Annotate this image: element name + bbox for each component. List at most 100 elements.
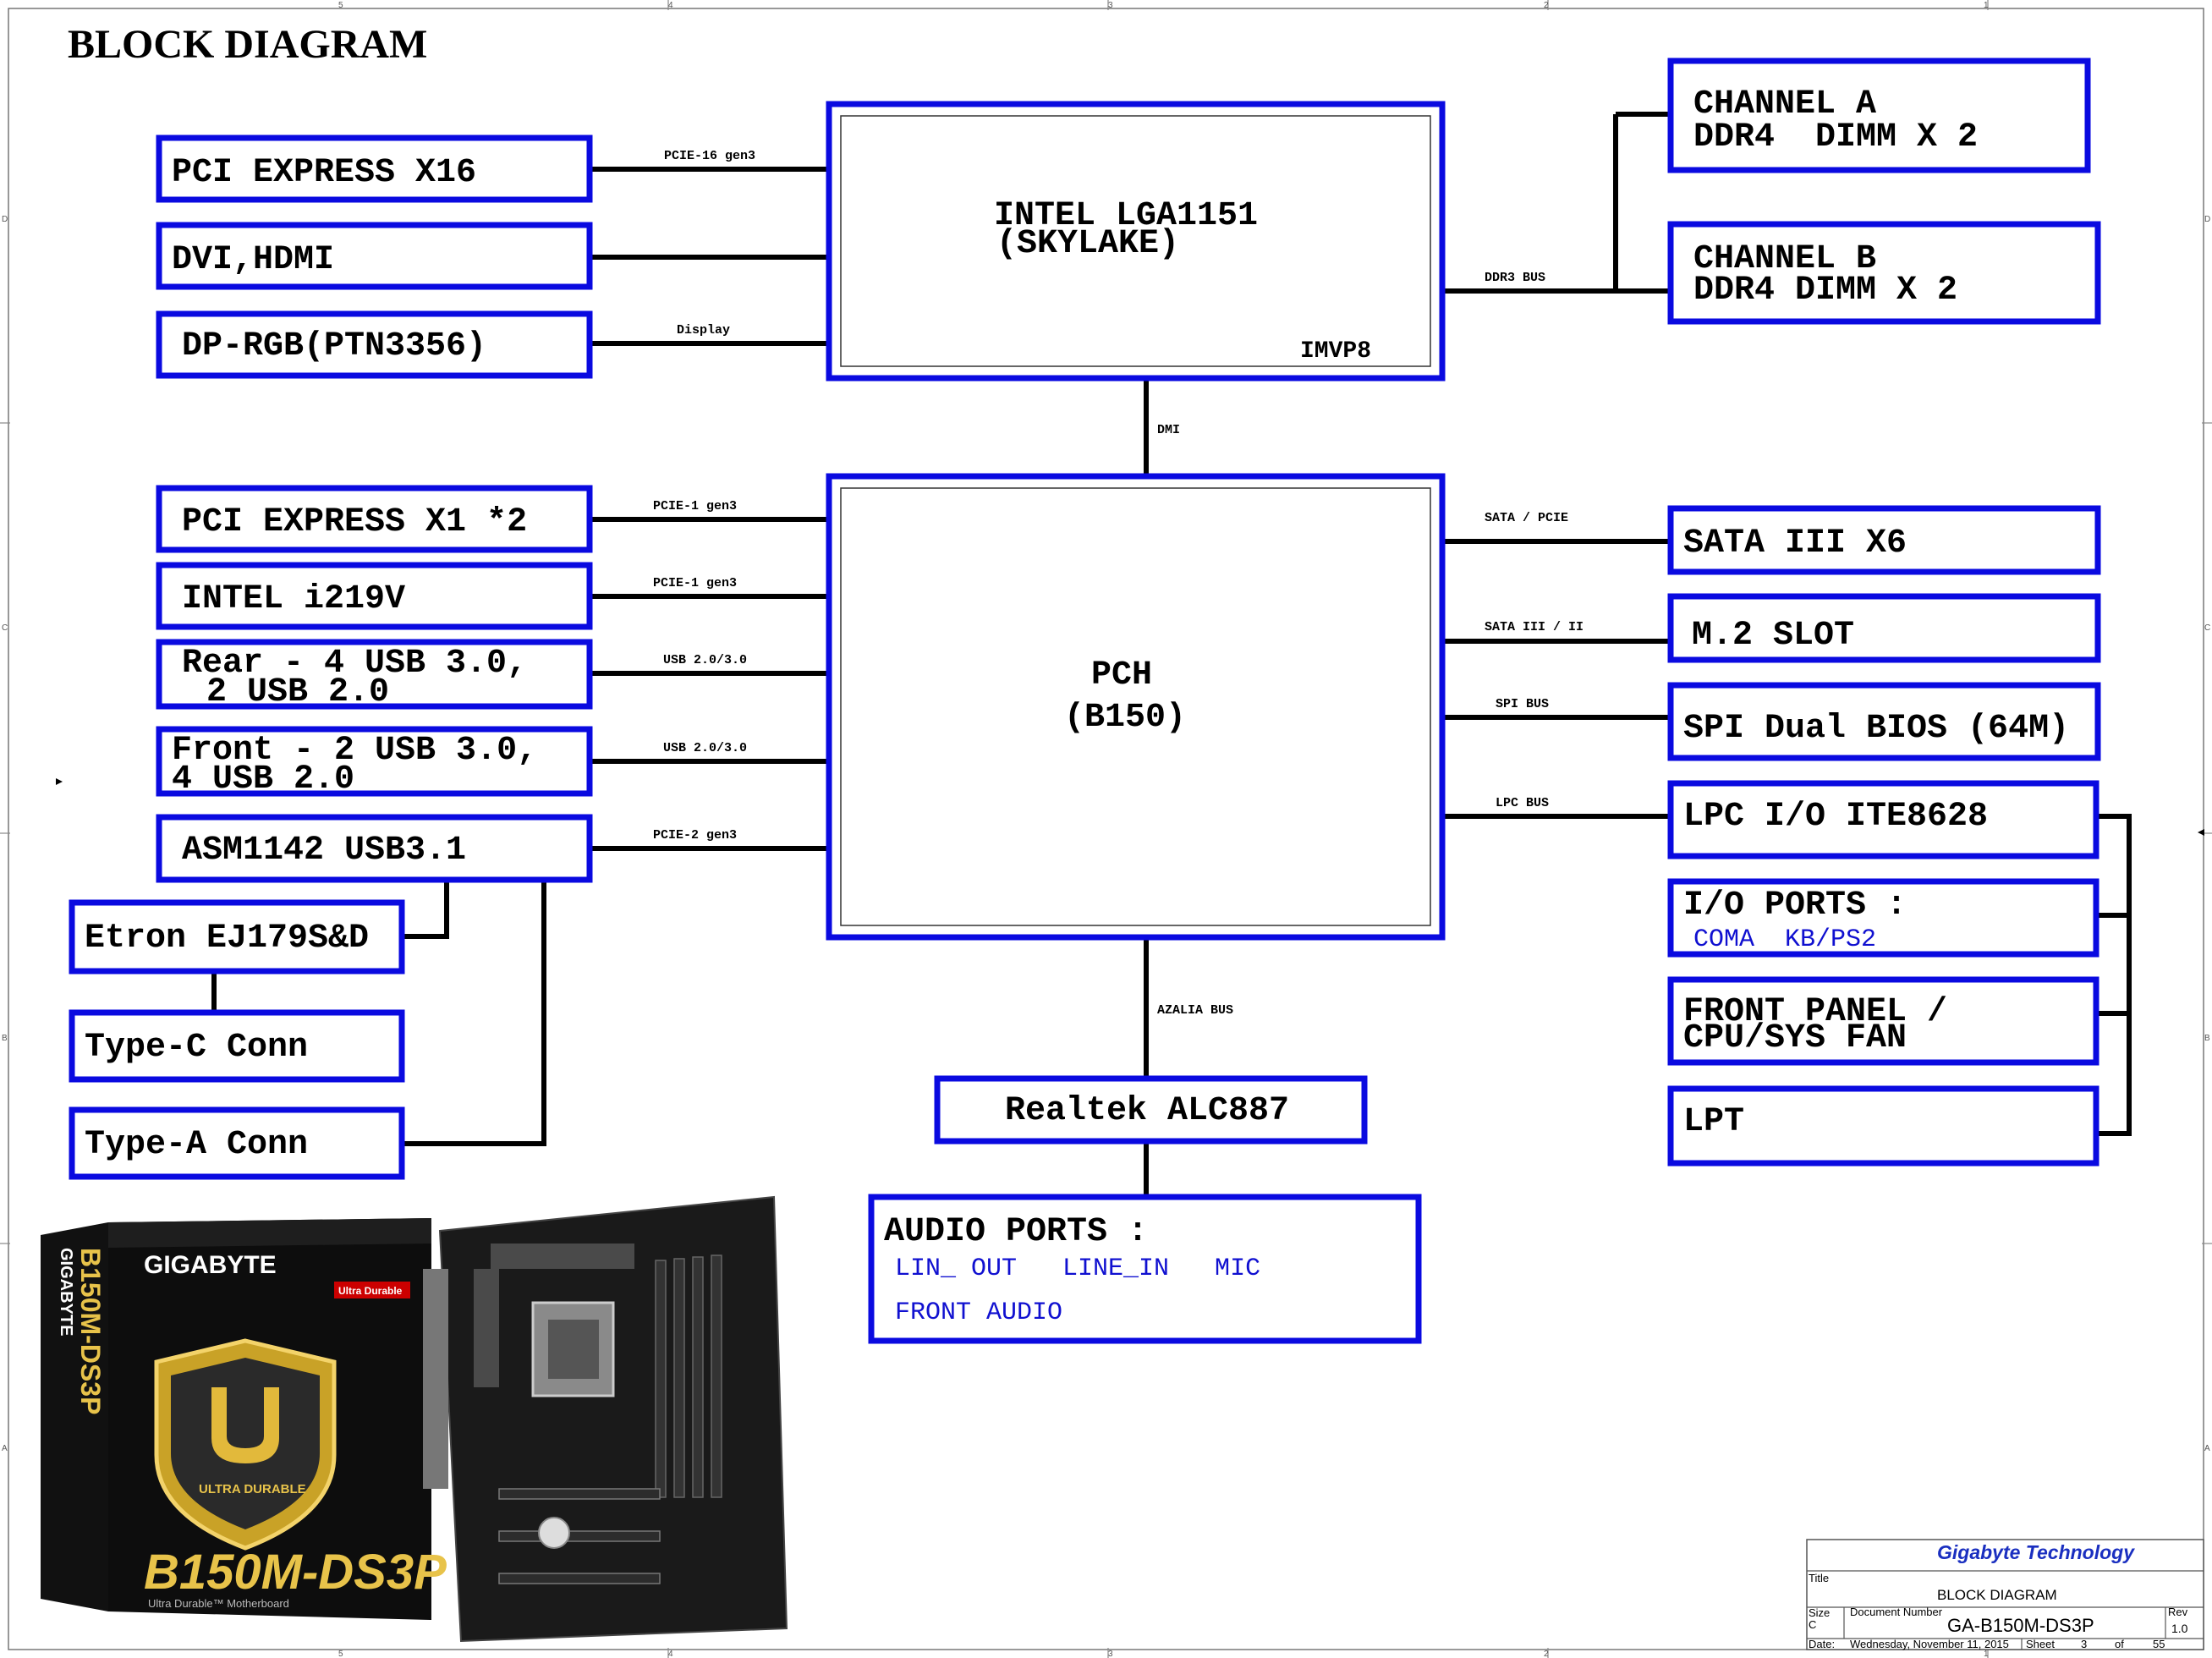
product-illustration: GIGABYTE Ultra Durable ULTRA DURABLE B15… [41, 1195, 788, 1643]
lpt-label: LPT [1683, 1103, 1744, 1141]
front-usb-line1: Front - 2 USB 3.0, [172, 732, 537, 770]
lpc-io-label: LPC I/O ITE8628 [1683, 798, 1988, 836]
channel-b-line2: DDR4 DIMM X 2 [1693, 272, 1957, 310]
ultra-durable-tag-text: Ultra Durable [338, 1285, 403, 1297]
bus-label-azalia: AZALIA BUS [1157, 1003, 1233, 1018]
row-mark: D [2204, 215, 2210, 224]
col-mark: 3 [1108, 1, 1113, 10]
io-ports-title: I/O PORTS : [1683, 887, 1907, 925]
front-usb-block: Front - 2 USB 3.0, 4 USB 2.0 [156, 726, 593, 799]
m2-block: M.2 SLOT [1667, 593, 2101, 663]
bus-label-usb-b: USB 2.0/3.0 [663, 741, 747, 755]
bus-labels: PCIE-16 gen3 Display DDR3 BUS DMI PCIE-1… [653, 149, 1584, 1018]
etron-block: Etron EJ179S&D [69, 899, 405, 974]
spi-bios-block: SPI Dual BIOS (64M) [1667, 682, 2101, 761]
dp-rgb-block: DP-RGB(PTN3356) [156, 310, 593, 379]
row-mark: D [2, 215, 8, 224]
lan-block: INTEL i219V [156, 562, 593, 630]
lan-label: INTEL i219V [182, 580, 405, 618]
bus-label-dmi: DMI [1157, 423, 1180, 437]
ultra-durable-shield-icon: ULTRA DURABLE [154, 1338, 337, 1551]
col-mark: 5 [338, 1650, 343, 1658]
doc-number-label: Document Number [1850, 1606, 1943, 1618]
spi-bios-label: SPI Dual BIOS (64M) [1683, 710, 2069, 748]
date-field-value: Wednesday, November 11, 2015 [1850, 1638, 2009, 1650]
type-a-block: Type-A Conn [69, 1106, 405, 1180]
bus-label-pcie1-b: PCIE-1 gen3 [653, 576, 737, 590]
col-mark: 1 [1984, 1650, 1989, 1658]
bus-label-usb-a: USB 2.0/3.0 [663, 653, 747, 667]
marker-arrow-icon [2198, 829, 2204, 836]
audio-ports-line1: LIN_ OUT LINE_IN MIC [895, 1254, 1260, 1283]
pch-block: PCH (B150) [826, 473, 1446, 941]
product-side-brand: GIGABYTE [57, 1248, 75, 1336]
pcie-x16-block: PCI EXPRESS X16 [156, 135, 593, 203]
row-mark: C [2204, 623, 2210, 633]
pcie-x16-label: PCI EXPRESS X16 [172, 154, 476, 192]
front-panel-line1: FRONT PANEL / [1683, 993, 1947, 1031]
page-frame [8, 8, 2204, 1650]
channel-a-line2: DDR4 DIMM X 2 [1693, 118, 1978, 156]
wire-lpc-bracket [2096, 814, 2132, 1136]
sheet-of-label: of [2115, 1638, 2124, 1650]
lpc-io-block: LPC I/O ITE8628 [1667, 780, 2099, 859]
lpt-block: LPT [1667, 1085, 2099, 1167]
col-mark: 2 [1544, 1, 1549, 10]
dimm-slots-icon [655, 1254, 722, 1498]
dvi-hdmi-block: DVI,HDMI [156, 222, 593, 290]
bus-label-sata-iii-ii: SATA III / II [1485, 620, 1584, 634]
shield-badge-text: ULTRA DURABLE [199, 1482, 306, 1496]
pch-label: PCH [1091, 656, 1152, 694]
ultra-durable-tag [334, 1282, 410, 1298]
row-mark: B [2, 1034, 8, 1043]
row-mark: C [2, 623, 8, 633]
audio-ports-line2: FRONT AUDIO [895, 1298, 1062, 1327]
row-mark: A [2, 1444, 8, 1453]
doc-number-value: GA-B150M-DS3P [1947, 1615, 2094, 1636]
type-c-label: Type-C Conn [85, 1029, 308, 1067]
io-ports-items: COMA KB/PS2 [1693, 925, 1876, 954]
etron-label: Etron EJ179S&D [85, 920, 369, 958]
title-field-label: Title [1809, 1572, 1829, 1584]
codec-label: Realtek ALC887 [1005, 1092, 1289, 1130]
sata-block: SATA III X6 [1667, 505, 2101, 575]
product-box-brand: GIGABYTE [144, 1251, 277, 1279]
bus-label-spi: SPI BUS [1496, 697, 1549, 711]
channel-a-line1: CHANNEL A [1693, 85, 1876, 124]
bus-label-display: Display [677, 323, 730, 338]
bus-label-ddr: DDR3 BUS [1485, 271, 1545, 285]
col-mark: 2 [1544, 1650, 1549, 1658]
row-mark: A [2204, 1444, 2210, 1453]
asm1142-block: ASM1142 USB3.1 [156, 814, 593, 883]
product-box-model: B150M-DS3P [144, 1545, 447, 1600]
rear-usb-line1: Rear - 4 USB 3.0, [182, 645, 527, 683]
bus-label-pcie1-a: PCIE-1 gen3 [653, 499, 737, 513]
bus-label-pcie2: PCIE-2 gen3 [653, 828, 737, 843]
rear-usb-block: Rear - 4 USB 3.0, 2 USB 2.0 [156, 639, 593, 711]
pcie-x1-block: PCI EXPRESS X1 *2 [156, 485, 593, 553]
sheet-field-value: 3 [2081, 1638, 2087, 1650]
cpu-vr-label: IMVP8 [1300, 338, 1371, 365]
bus-label-pcie16: PCIE-16 gen3 [664, 149, 755, 163]
date-field-label: Date: [1809, 1638, 1835, 1650]
pcie-x1-label: PCI EXPRESS X1 *2 [182, 503, 527, 541]
io-shield-icon [423, 1269, 448, 1489]
page-title: BLOCK DIAGRAM [68, 22, 427, 67]
front-panel-block: FRONT PANEL / CPU/SYS FAN [1667, 976, 2099, 1066]
product-box-side [41, 1222, 108, 1611]
col-mark: 4 [668, 1, 673, 10]
size-field-value: C [1809, 1618, 1816, 1631]
cmos-battery-icon [538, 1517, 570, 1549]
sata-label: SATA III X6 [1683, 524, 1907, 563]
asm1142-label: ASM1142 USB3.1 [182, 832, 466, 870]
channel-b-line1: CHANNEL B [1693, 240, 1876, 278]
pch-sublabel: (B150) [1064, 699, 1186, 737]
col-mark: 1 [1984, 1, 1989, 10]
wires [211, 112, 2132, 1197]
dvi-hdmi-label: DVI,HDMI [172, 241, 334, 279]
marker-arrow-icon [56, 778, 63, 785]
sheet-field-label: Sheet [2026, 1638, 2055, 1650]
row-mark: B [2204, 1034, 2210, 1043]
